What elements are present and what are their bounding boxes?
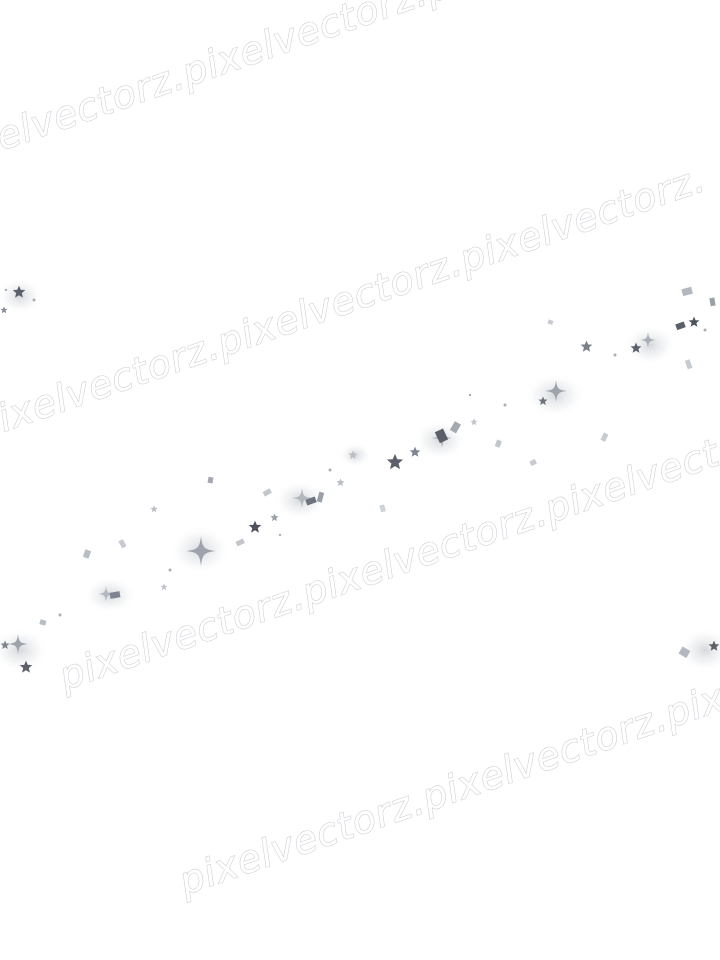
- glow-spot: [679, 628, 720, 672]
- confetti-dot: [468, 393, 472, 397]
- confetti-dot: [4, 288, 8, 292]
- glow-spot: [0, 628, 48, 672]
- confetti-strip: [434, 428, 449, 444]
- confetti-strip: [82, 549, 92, 559]
- confetti-strip: [305, 496, 317, 506]
- star-confetti: [0, 285, 720, 673]
- confetti-strip: [207, 476, 214, 484]
- confetti-dot: [168, 568, 172, 572]
- confetti-strip: [678, 646, 691, 658]
- confetti-strip: [675, 321, 686, 331]
- confetti-strip: [109, 591, 121, 599]
- star-icon: [336, 478, 345, 487]
- star-icon: [248, 520, 262, 533]
- confetti-strip: [684, 359, 693, 370]
- star-icon: [470, 418, 478, 426]
- star-icon: [688, 316, 700, 327]
- star-icon: [160, 583, 168, 591]
- glow-spots: [0, 278, 720, 672]
- confetti-strip: [547, 319, 554, 325]
- confetti-dot: [703, 328, 707, 332]
- star-icon: [270, 513, 279, 522]
- confetti-strip: [529, 458, 537, 466]
- glow-spot: [624, 325, 676, 365]
- strip-confetti: [39, 286, 716, 658]
- confetti-dot: [328, 468, 332, 472]
- star-icon: [150, 505, 158, 513]
- confetti-dot: [278, 533, 282, 537]
- confetti-strip: [681, 286, 693, 297]
- confetti-dot: [503, 403, 507, 407]
- star-icon: [386, 453, 404, 470]
- confetti-strip: [316, 491, 325, 503]
- confetti-dot: [58, 613, 62, 617]
- confetti-strip: [235, 538, 245, 547]
- confetti-strip: [709, 297, 716, 307]
- confetti-strip: [449, 421, 461, 434]
- confetti-strip: [379, 504, 386, 513]
- dot-confetti: [4, 288, 707, 617]
- confetti-strip: [118, 539, 127, 549]
- confetti-strip: [39, 619, 47, 626]
- confetti-dot: [613, 353, 617, 357]
- confetti-strip: [494, 439, 502, 448]
- confetti-strip: [262, 488, 272, 497]
- confetti-dot: [32, 298, 36, 302]
- confetti-strip: [600, 432, 609, 442]
- star-icon: [580, 340, 593, 352]
